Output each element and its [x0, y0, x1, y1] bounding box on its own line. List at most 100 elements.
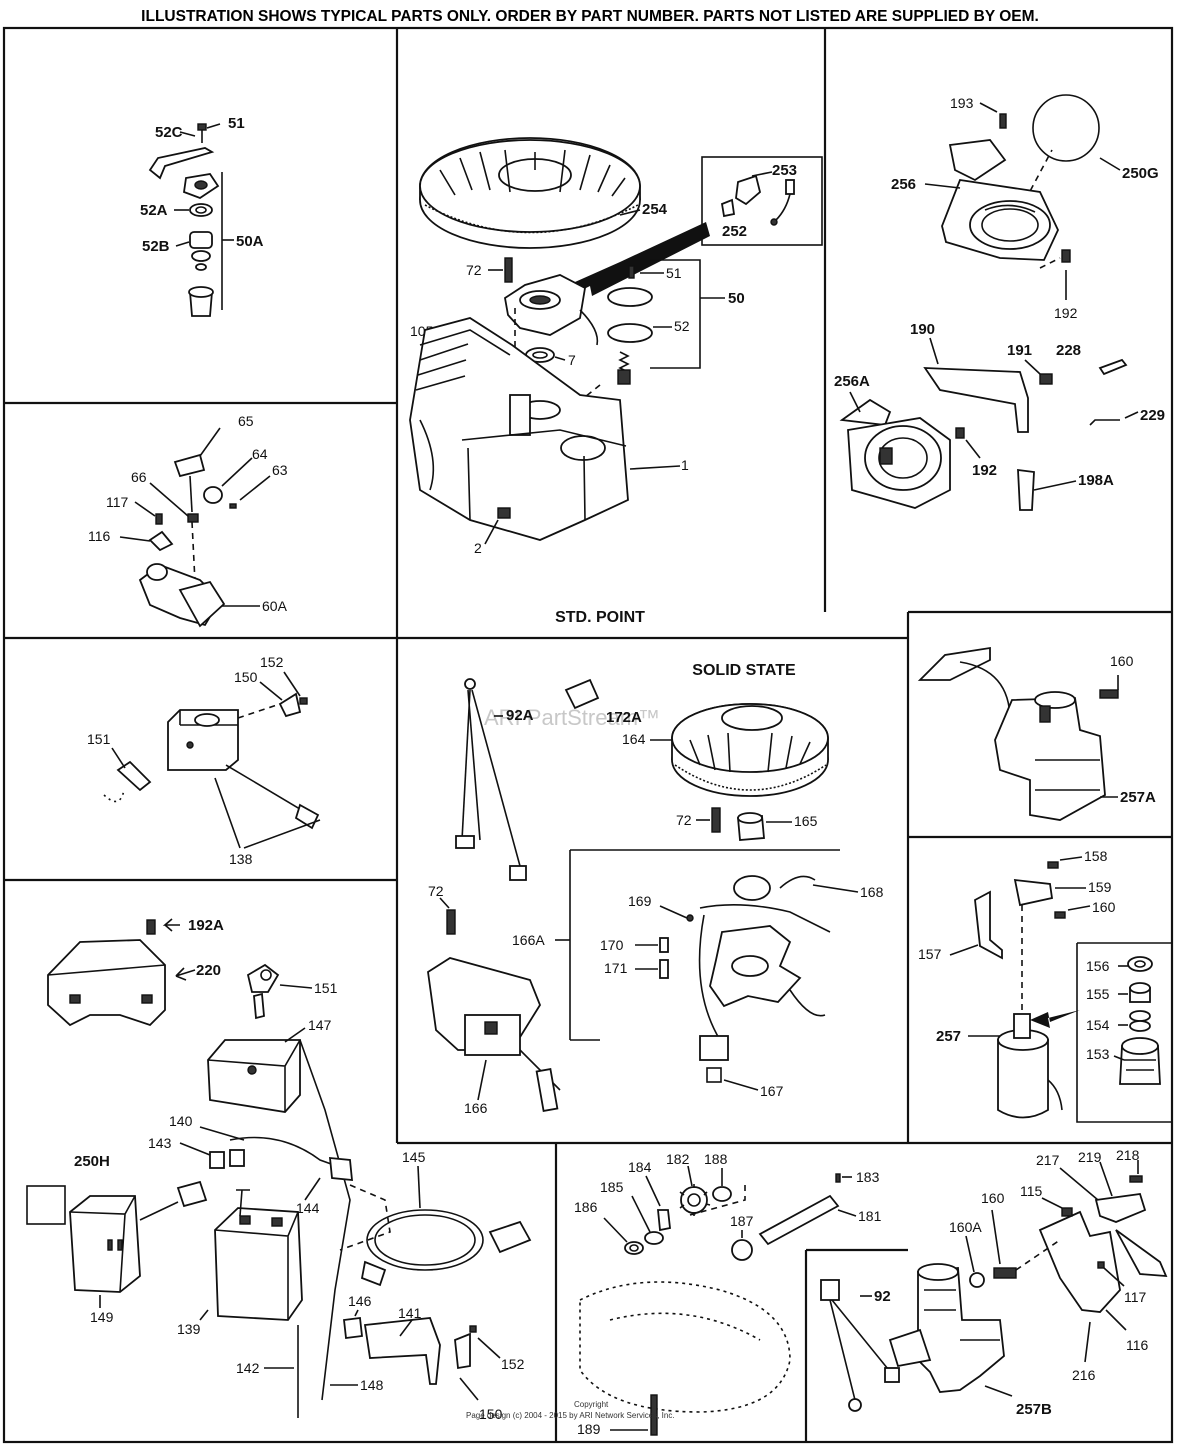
label-139: 139 — [177, 1321, 201, 1337]
label-192a: 192 — [1054, 305, 1078, 321]
clip-146 — [343, 1316, 363, 1340]
charger-149 — [69, 1180, 208, 1293]
label-182: 182 — [666, 1151, 690, 1167]
bracket-141 — [363, 1317, 441, 1385]
label-188: 188 — [704, 1151, 728, 1167]
panel-257B: 217 219 218 115 117 116 216 160 160A — [820, 1147, 1168, 1418]
label-151: 151 — [87, 731, 111, 747]
label-2: 2 — [474, 540, 482, 556]
flywheel-outline — [579, 1281, 791, 1413]
label-220: 220 — [196, 962, 221, 979]
panel-gear: 186 185 184 182 188 187 181 183 189 Copy… — [466, 1151, 882, 1437]
shaft-181 — [758, 1194, 840, 1246]
section-title-std-point: STD. POINT — [555, 609, 645, 626]
plate-219 — [1094, 1193, 1147, 1223]
label-147: 147 — [308, 1017, 332, 1033]
label-166A: 166A — [512, 932, 545, 948]
label-252: 252 — [722, 223, 747, 240]
label-168: 168 — [860, 884, 884, 900]
label-193: 193 — [950, 95, 974, 111]
label-65: 65 — [238, 413, 254, 429]
drive-arrow — [1030, 1010, 1080, 1028]
label-172A: 172A — [606, 709, 642, 726]
label-229: 229 — [1140, 407, 1165, 424]
battery-139 — [214, 1189, 303, 1321]
label-140: 140 — [169, 1113, 193, 1129]
label-257: 257 — [936, 1028, 961, 1045]
panel-bearing-assembly: 52C 51 52A 52B 50A — [140, 115, 264, 317]
label-60A: 60A — [262, 598, 288, 614]
label-63: 63 — [272, 462, 288, 478]
label-183: 183 — [856, 1169, 880, 1185]
label-116b: 116 — [1126, 1337, 1149, 1353]
connector-172A — [564, 678, 600, 710]
spring — [618, 351, 630, 373]
label-92A: 92A — [506, 707, 534, 724]
copyright-text: Copyright — [574, 1400, 609, 1409]
label-72: 72 — [466, 262, 482, 278]
housing-60A — [138, 563, 226, 628]
screw-51 — [197, 123, 207, 143]
label-151b: 151 — [314, 980, 338, 996]
label-190: 190 — [910, 321, 935, 338]
ring-250G — [1032, 94, 1100, 162]
label-50: 50 — [728, 290, 745, 307]
screw-51b — [628, 265, 635, 279]
washer-188 — [712, 1186, 732, 1202]
label-52: 52 — [674, 318, 690, 334]
label-52B: 52B — [142, 238, 170, 255]
cord-145 — [360, 1209, 532, 1287]
label-166: 166 — [464, 1100, 488, 1116]
label-52A: 52A — [140, 202, 168, 219]
label-145: 145 — [402, 1149, 426, 1165]
label-158: 158 — [1084, 848, 1108, 864]
label-170: 170 — [600, 937, 624, 953]
label-153: 153 — [1086, 1046, 1110, 1062]
label-160b: 160 — [1092, 899, 1116, 915]
knob-65 — [173, 453, 206, 478]
label-64: 64 — [252, 446, 268, 462]
label-1: 1 — [681, 457, 689, 473]
label-72c: 72 — [428, 883, 444, 899]
cable — [299, 1039, 351, 1401]
washer-64 — [203, 486, 223, 504]
label-186: 186 — [574, 1199, 598, 1215]
label-144: 144 — [296, 1200, 320, 1216]
label-256A: 256A — [834, 373, 870, 390]
label-155: 155 — [1086, 986, 1110, 1002]
label-156: 156 — [1086, 958, 1110, 974]
bracket-216 — [1038, 1210, 1121, 1313]
label-115: 115 — [1020, 1183, 1043, 1199]
label-154: 154 — [1086, 1017, 1110, 1033]
screw-72c — [446, 909, 456, 935]
label-143: 143 — [148, 1135, 172, 1151]
panel-257A: 160 257A — [917, 646, 1156, 821]
section-title-solid-state: SOLID STATE — [692, 662, 796, 679]
harness-143 — [209, 1136, 354, 1182]
crankcase-1 — [409, 317, 629, 541]
washer-186 — [624, 1241, 644, 1255]
label-217: 217 — [1036, 1152, 1060, 1168]
label-72b: 72 — [676, 812, 692, 828]
panel-257: 158 159 160 157 257 — [918, 848, 1172, 1123]
breaker-cover — [504, 274, 599, 346]
label-198A: 198A — [1078, 472, 1114, 489]
label-148: 148 — [360, 1377, 384, 1393]
label-141: 141 — [398, 1305, 422, 1321]
key-151 — [116, 760, 152, 792]
label-138: 138 — [229, 851, 253, 867]
panel-std-point: 254 253 252 72 51 — [409, 137, 823, 626]
pin-228 — [1098, 358, 1128, 376]
label-191: 191 — [1007, 342, 1032, 359]
label-card-250H — [26, 1185, 66, 1225]
clip-150b — [454, 1332, 471, 1370]
label-216: 216 — [1072, 1367, 1096, 1383]
clip-229 — [1089, 419, 1120, 426]
bushing-52B — [189, 231, 213, 249]
label-254: 254 — [642, 201, 668, 218]
label-257A: 257A — [1120, 789, 1156, 806]
label-187: 187 — [730, 1213, 754, 1229]
screw-160c — [993, 1267, 1017, 1279]
label-185: 185 — [600, 1179, 624, 1195]
